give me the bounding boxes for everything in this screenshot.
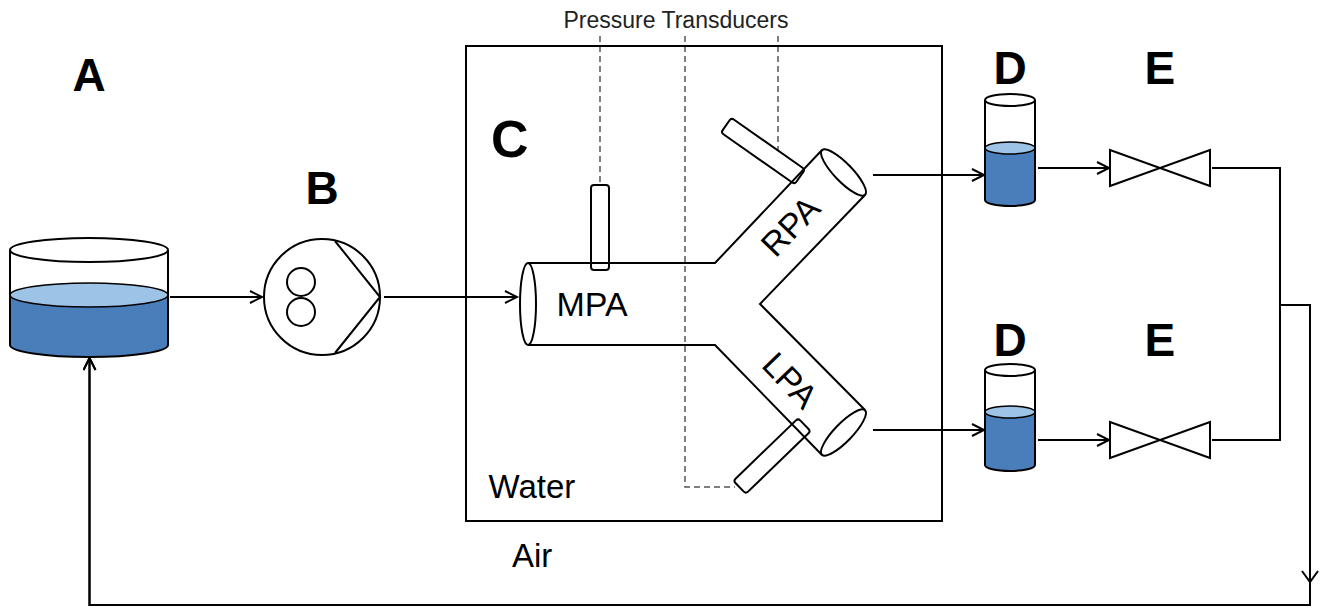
vessel-name: LPA: [754, 344, 825, 416]
valve-symbol: [1110, 422, 1160, 458]
cylinder-wall: [985, 370, 1035, 471]
flow-line: [1038, 439, 1109, 441]
valve-symbol: [1110, 150, 1160, 186]
flow-line: [90, 305, 1311, 605]
pump-direction: [335, 241, 380, 353]
transducer-lead: [599, 36, 601, 185]
pump: B: [262, 160, 384, 359]
part-letter: D: [994, 314, 1027, 367]
water-surface: [985, 406, 1035, 418]
compliance-column: D: [984, 43, 1038, 209]
resistance-valve: E: [1109, 43, 1212, 191]
vessel-opening: [815, 144, 871, 201]
flow-line: [384, 296, 517, 298]
transducer-tube: [721, 118, 805, 184]
transducer-lead: [777, 36, 779, 150]
vessel-name: MPA: [557, 285, 628, 324]
cylinder-rim: [985, 364, 1035, 376]
pump-roller: [287, 268, 315, 296]
flow-line: [873, 429, 984, 431]
vessel-opening: [520, 263, 536, 345]
medium-label: Air: [512, 537, 552, 575]
flow-line: [170, 296, 262, 298]
vessel-wall: [528, 150, 865, 455]
vessel-name: RPA: [753, 188, 828, 264]
valve-symbol: [1160, 150, 1210, 186]
transducer-lead: [685, 36, 735, 487]
transducer-tube: [733, 418, 810, 493]
flow-line: [873, 174, 984, 176]
pump-roller: [287, 298, 315, 326]
vessel-opening: [815, 404, 871, 461]
water-fill: [985, 148, 1035, 206]
resistance-valve: E: [1109, 315, 1212, 463]
water-fill: [985, 412, 1035, 471]
medium-label: Water: [489, 468, 576, 506]
flow-line: [90, 168, 1311, 605]
part-letter: B: [306, 162, 339, 215]
flow-arrowhead: [1302, 571, 1318, 582]
part-letter: E: [1145, 42, 1176, 95]
cylinder-rim: [985, 94, 1035, 106]
part-letter: D: [994, 42, 1027, 95]
water-bath: MPA RPA LPA C Water: [465, 45, 943, 522]
transducer-tube: [591, 185, 609, 270]
part-letter: C: [491, 110, 529, 170]
flow-line: [1038, 167, 1109, 169]
pump-symbol: [264, 239, 380, 355]
cylinder-rim: [10, 238, 168, 262]
part-letter: E: [1145, 314, 1176, 367]
pulmonary-artery-model: MPA RPA LPA: [517, 140, 873, 468]
compliance-column: D: [984, 315, 1038, 475]
water-surface: [985, 142, 1035, 154]
cylinder-wall: [10, 250, 168, 357]
annotation-label: Pressure Transducers: [564, 7, 789, 33]
part-letter: A: [73, 49, 106, 102]
water-surface: [10, 283, 168, 307]
valve-symbol: [1160, 422, 1210, 458]
cylinder-wall: [985, 100, 1035, 206]
reservoir: A: [9, 45, 170, 358]
